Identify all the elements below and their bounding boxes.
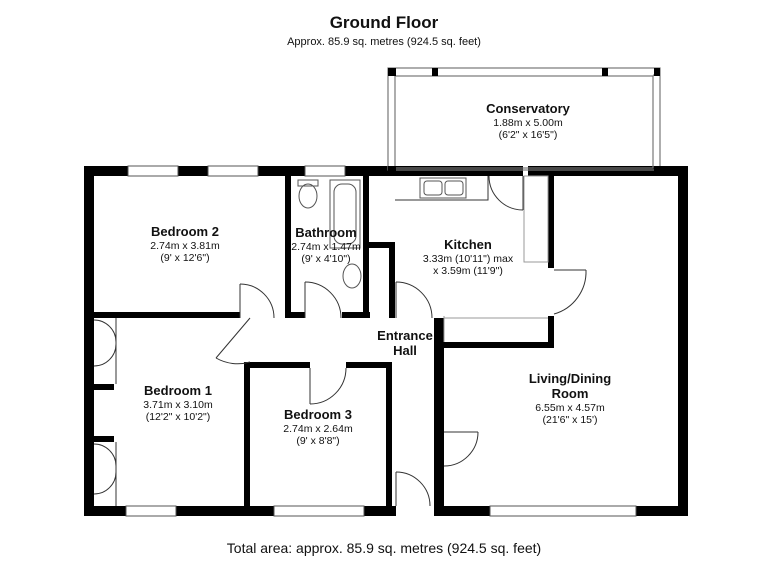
room-name: Kitchen <box>444 237 492 252</box>
room-bedroom-1: Bedroom 1 3.71m x 3.10m (12'2" x 10'2") <box>113 383 243 423</box>
wall-kitchen-right-lower <box>548 316 554 348</box>
windows <box>125 165 637 517</box>
wall-bed1-wardrobe-2 <box>84 436 114 442</box>
wall-top-kitchen <box>363 166 523 176</box>
doors <box>93 175 587 507</box>
wall-bed1-right <box>244 362 250 512</box>
page-title: Ground Floor <box>329 13 439 32</box>
fixtures <box>297 177 467 289</box>
wall-right <box>678 166 688 514</box>
room-name: Bathroom <box>295 225 357 240</box>
room-name: Bedroom 1 <box>144 383 212 398</box>
wall-hall-right <box>434 318 444 516</box>
room-conservatory: Conservatory 1.88m x 5.00m (6'2" x 16'5"… <box>463 101 593 141</box>
room-name-line1: Living/Dining <box>528 371 612 386</box>
conservatory-posts <box>388 68 662 174</box>
room-imperial: (21'6" x 15') <box>542 413 598 426</box>
room-bedroom-2: Bedroom 2 2.74m x 3.81m (9' x 12'6") <box>120 224 250 264</box>
room-name-line1: Entrance <box>377 328 433 343</box>
window-bed3 <box>273 505 365 517</box>
bath-icon <box>329 179 361 249</box>
room-metric: 2.74m x 3.81m <box>150 239 220 252</box>
wall-left <box>84 166 94 514</box>
room-kitchen: Kitchen 3.33m (10'11") max x 3.59m (11'9… <box>408 237 528 277</box>
wall-kitchen-left <box>363 176 369 318</box>
wall-bath-left <box>285 176 291 318</box>
room-metric: 6.55m x 4.57m <box>535 401 605 414</box>
room-imperial: (9' x 12'6") <box>160 252 210 264</box>
toilet-icon <box>298 183 318 209</box>
window-bed2-2 <box>207 165 259 177</box>
room-living-dining: Living/Dining Room 6.55m x 4.57m (21'6" … <box>500 371 640 426</box>
room-bathroom: Bathroom 2.74m x 1.47m (9' x 4'10") <box>285 225 367 265</box>
room-imperial: (12'2" x 10'2") <box>145 411 211 423</box>
total-area: Total area: approx. 85.9 sq. metres (924… <box>226 540 542 556</box>
room-name-line2: Hall <box>393 342 417 358</box>
wall-top-right <box>528 166 683 176</box>
window-bed1 <box>125 505 177 517</box>
wall-bed3-top-1 <box>244 362 310 368</box>
room-bedroom-3: Bedroom 3 2.74m x 2.64m (9' x 8'8") <box>253 407 383 447</box>
room-imperial: (9' x 4'10") <box>301 253 351 265</box>
wall-bed3-right <box>386 362 392 512</box>
front-door-frame <box>396 506 434 516</box>
wall-cupboard-right <box>389 242 395 318</box>
sink-icon <box>419 177 467 199</box>
room-imperial: (9' x 8'8") <box>296 435 340 447</box>
room-name: Bedroom 3 <box>284 407 352 422</box>
window-bathroom <box>304 165 346 177</box>
room-imperial: (6'2" x 16'5") <box>498 129 558 141</box>
wall-bath-bottom <box>285 312 305 318</box>
window-living <box>489 505 637 517</box>
room-metric: 3.71m x 3.10m <box>143 398 213 411</box>
room-metric: 3.33m (10'11") max <box>422 252 514 265</box>
room-name: Bedroom 2 <box>151 224 219 239</box>
wall-living-top <box>434 342 554 348</box>
wall-bath-bottom-2 <box>342 312 370 318</box>
room-metric: 2.74m x 2.64m <box>283 422 353 435</box>
room-metric: 2.74m x 1.47m <box>291 240 361 253</box>
wall-bed1-wardrobe <box>84 384 114 390</box>
wall-kitchen-right <box>548 176 554 268</box>
window-bed2-1 <box>127 165 179 177</box>
basin-icon <box>342 263 362 289</box>
room-metric: 1.88m x 5.00m <box>493 116 563 129</box>
page-subtitle: Approx. 85.9 sq. metres (924.5 sq. feet) <box>287 36 481 48</box>
room-name: Conservatory <box>486 101 570 116</box>
room-name-line2: Room <box>551 385 589 401</box>
room-entrance-hall: Entrance Hall <box>362 328 448 359</box>
wall-bed2-bottom <box>94 312 240 318</box>
wall-bed3-top-2 <box>346 362 392 368</box>
wall-cupboard-top <box>369 242 393 248</box>
room-imperial: x 3.59m (11'9") <box>433 265 503 277</box>
